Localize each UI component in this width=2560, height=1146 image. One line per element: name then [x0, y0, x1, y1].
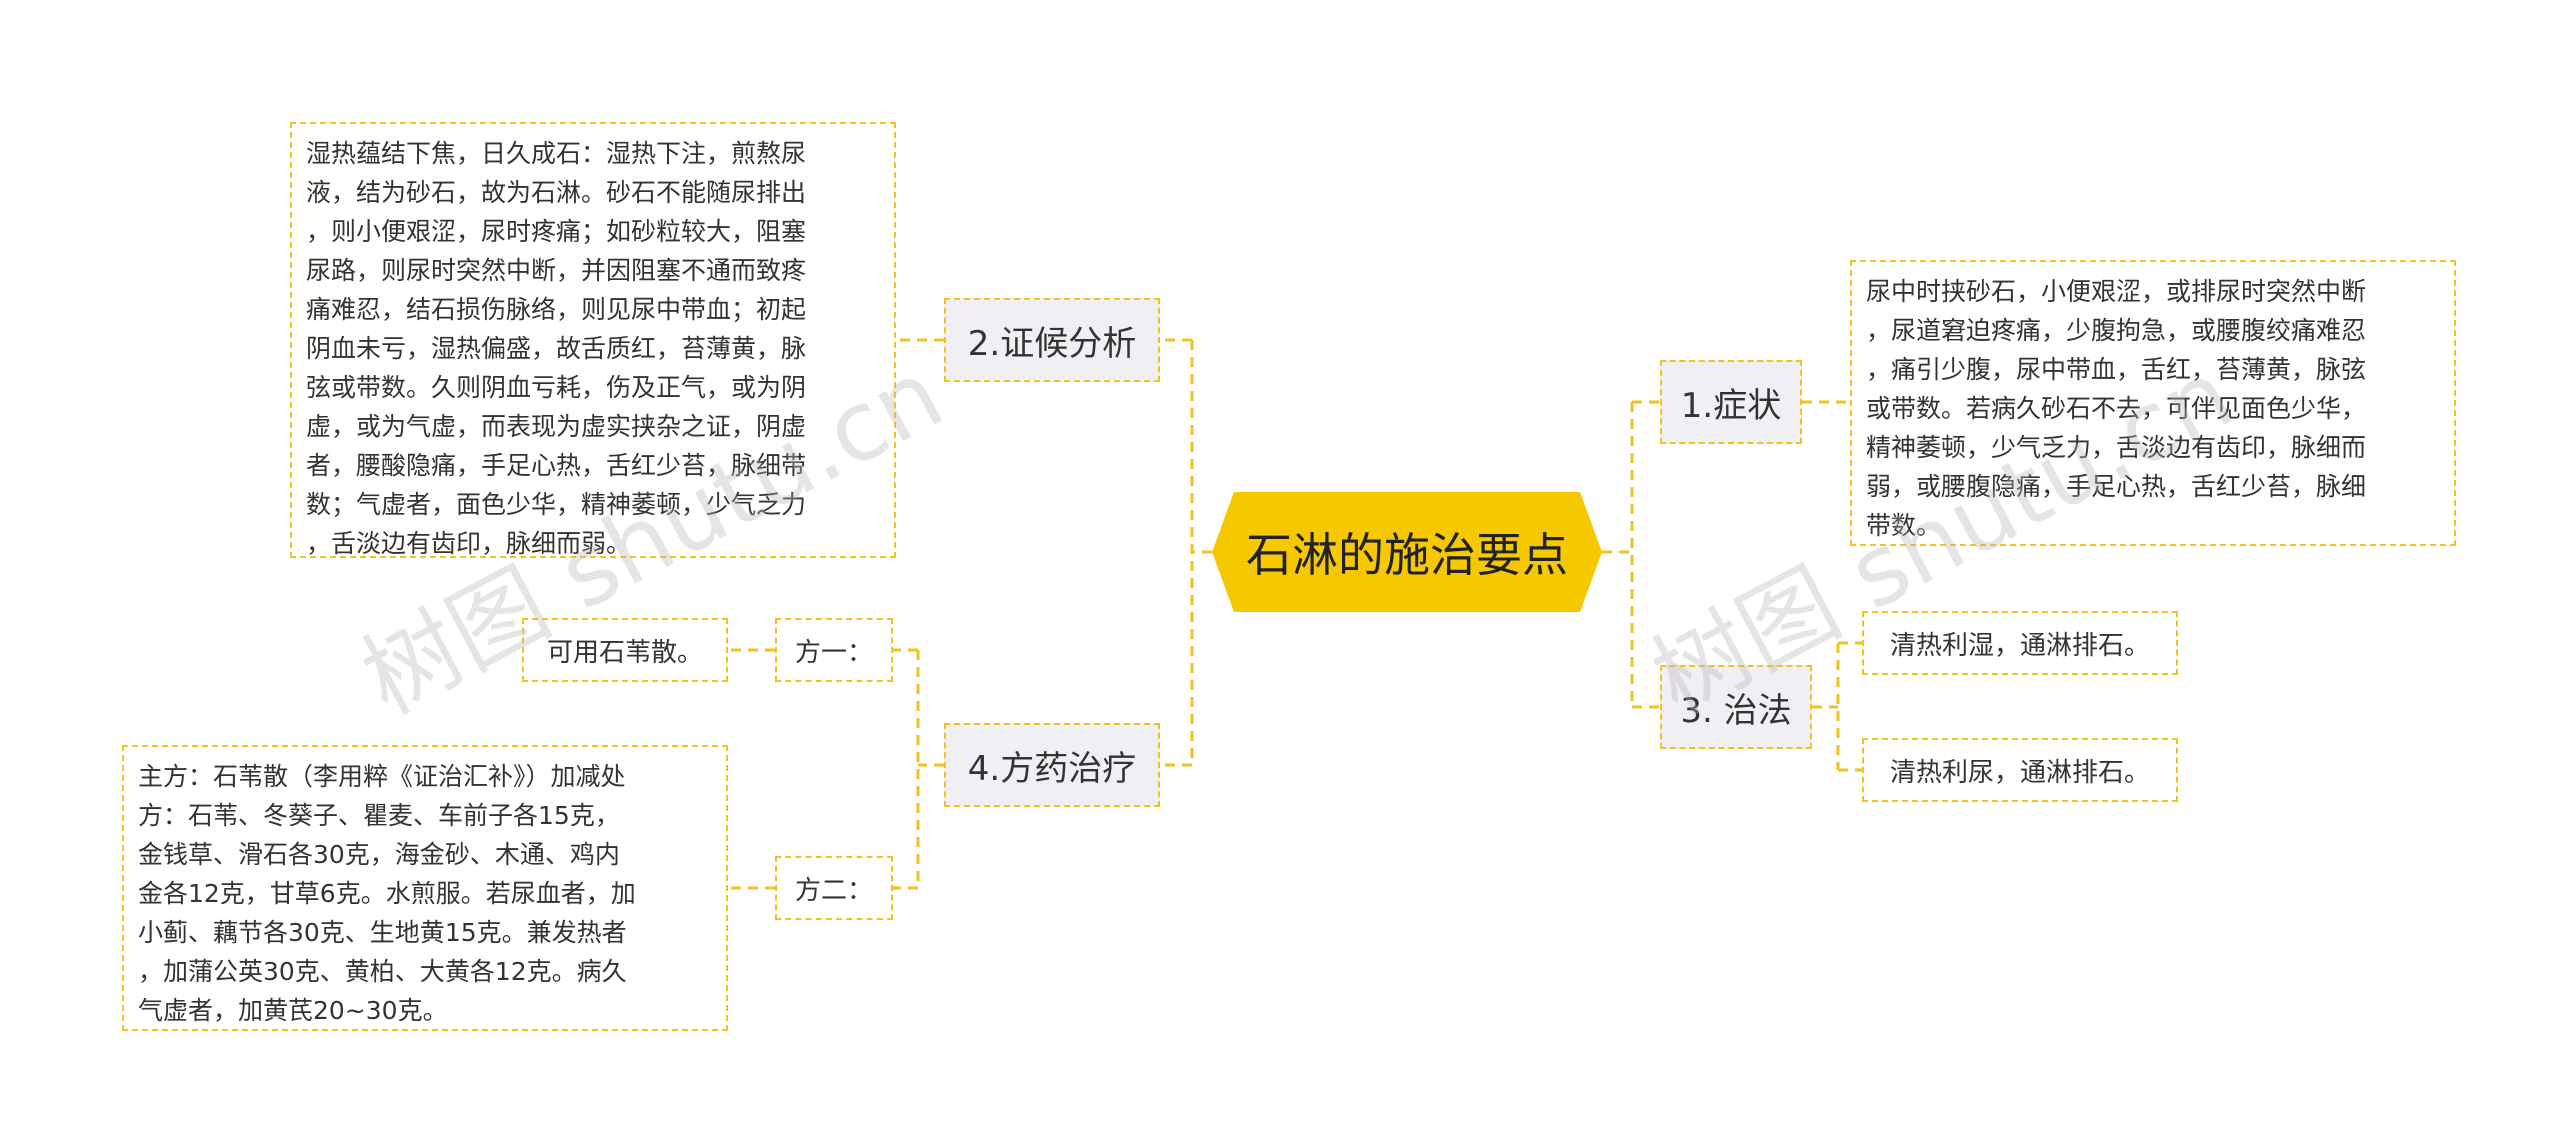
branch-prescription-treatment-label: 4.方药治疗 — [967, 748, 1137, 789]
branch-symptoms-label: 1.症状 — [1680, 385, 1782, 426]
connector-left-trunk — [1160, 338, 1212, 767]
detail-line: 带数。 — [1866, 511, 1942, 540]
branch-symptoms[interactable]: 1.症状 — [1660, 360, 1802, 444]
central-topic[interactable]: 石淋的施治要点 — [1212, 492, 1602, 612]
symptoms-detail[interactable]: 尿中时挟砂石，小便艰涩，或排尿时突然中断 ，尿道窘迫疼痛，少腹拘急，或腰腹绞痛难… — [1850, 260, 2456, 546]
detail-line: 痛难忍，结石损伤脉络，则见尿中带血；初起 — [306, 295, 807, 324]
prescription-option1-label: 方一： — [794, 637, 873, 668]
branch-treatment-method-label: 3. 治法 — [1680, 690, 1792, 731]
detail-line: 弱，或腰腹隐痛，手足心热，舌红少苔，脉细 — [1866, 472, 2367, 501]
central-topic-label: 石淋的施治要点 — [1246, 528, 1568, 582]
detail-line: ，舌淡边有齿印，脉细而弱。 — [306, 529, 632, 558]
detail-line: 气虚者，加黄芪20~30克。 — [138, 996, 448, 1025]
detail-line: 金钱草、滑石各30克，海金砂、木通、鸡内 — [138, 840, 620, 869]
detail-line: 液，结为砂石，故为石淋。砂石不能随尿排出 — [306, 178, 807, 207]
prescription-option2[interactable]: 方二： — [775, 856, 893, 920]
connector-right-trunk — [1602, 400, 1660, 709]
prescription-option1-detail[interactable]: 可用石苇散。 — [522, 618, 728, 682]
treatment-item-2-text: 清热利尿，通淋排石。 — [1889, 757, 2150, 788]
branch-treatment-method[interactable]: 3. 治法 — [1660, 665, 1812, 749]
detail-line: 小蓟、藕节各30克、生地黄15克。兼发热者 — [138, 918, 627, 947]
branch-syndrome-analysis-label: 2.证候分析 — [967, 323, 1137, 364]
connector-prescription-options — [893, 648, 944, 890]
branch-syndrome-analysis[interactable]: 2.证候分析 — [944, 298, 1160, 382]
detail-line: 数；气虚者，面色少华，精神萎顿，少气乏力 — [306, 490, 807, 519]
prescription-option2-detail[interactable]: 主方：石苇散（李用粹《证治汇补》）加减处 方：石苇、冬葵子、瞿麦、车前子各15克… — [122, 745, 728, 1031]
detail-line: 弦或带数。久则阴血亏耗，伤及正气，或为阴 — [306, 373, 807, 402]
detail-line: 方：石苇、冬葵子、瞿麦、车前子各15克， — [138, 801, 620, 830]
detail-line: 虚，或为气虚，而表现为虚实挟杂之证，阴虚 — [306, 412, 807, 441]
detail-line: ，加蒲公英30克、黄柏、大黄各12克。病久 — [138, 957, 627, 986]
treatment-item-1[interactable]: 清热利湿，通淋排石。 — [1862, 611, 2178, 675]
syndrome-analysis-detail[interactable]: 湿热蕴结下焦，日久成石：湿热下注，煎熬尿 液，结为砂石，故为石淋。砂石不能随尿排… — [290, 122, 896, 558]
prescription-option1-detail-text: 可用石苇散。 — [546, 637, 703, 668]
central-hexagon-shape — [1212, 492, 1602, 612]
detail-line: 精神萎顿，少气乏力，舌淡边有齿印，脉细而 — [1866, 433, 2367, 462]
connector-treatment-items — [1812, 641, 1862, 772]
detail-line: ，痛引少腹，尿中带血，舌红，苔薄黄，脉弦 — [1866, 355, 2367, 384]
detail-line: 阴血未亏，湿热偏盛，故舌质红，苔薄黄，脉 — [306, 334, 807, 363]
detail-line: ，则小便艰涩，尿时疼痛；如砂粒较大，阻塞 — [306, 217, 807, 246]
detail-line: 湿热蕴结下焦，日久成石：湿热下注，煎熬尿 — [306, 139, 807, 168]
detail-line: 主方：石苇散（李用粹《证治汇补》）加减处 — [138, 762, 626, 791]
detail-line: 或带数。若病久砂石不去，可伴见面色少华， — [1866, 394, 2367, 423]
detail-line: ，尿道窘迫疼痛，少腹拘急，或腰腹绞痛难忍 — [1866, 316, 2367, 345]
detail-line: 者，腰酸隐痛，手足心热，舌红少苔，脉细带 — [306, 451, 807, 480]
detail-line: 金各12克，甘草6克。水煎服。若尿血者，加 — [138, 879, 636, 908]
branch-prescription-treatment[interactable]: 4.方药治疗 — [944, 723, 1160, 807]
treatment-item-2[interactable]: 清热利尿，通淋排石。 — [1862, 738, 2178, 802]
detail-line: 尿中时挟砂石，小便艰涩，或排尿时突然中断 — [1866, 277, 2367, 306]
detail-line: 尿路，则尿时突然中断，并因阻塞不通而致疼 — [306, 256, 807, 285]
prescription-option1[interactable]: 方一： — [775, 618, 893, 682]
treatment-item-1-text: 清热利湿，通淋排石。 — [1889, 630, 2150, 661]
prescription-option2-label: 方二： — [794, 875, 873, 906]
